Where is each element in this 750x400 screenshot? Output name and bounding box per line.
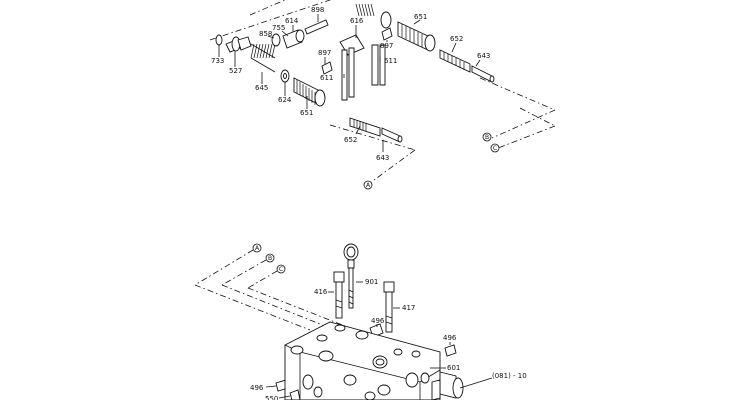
label-645: 645 (255, 84, 268, 92)
part-527-plunger (225, 36, 252, 53)
part-614-sleeve (282, 29, 305, 49)
label-496-top: 496 (371, 317, 385, 325)
part-651-spool-right (397, 21, 436, 52)
lower-leader-lines (265, 281, 493, 399)
part-416-bolt (333, 271, 345, 319)
label-416: 416 (314, 288, 328, 296)
label-081: (081) - 10 (492, 372, 527, 380)
part-643-pin-left (381, 127, 403, 143)
label-651-left: 651 (300, 109, 313, 117)
label-611-left: 611 (320, 74, 333, 82)
part-496-plug-right (444, 344, 457, 357)
part-645-spring (250, 43, 276, 73)
label-652-right: 652 (450, 35, 463, 43)
label-901: 901 (365, 278, 378, 286)
part-550-plug (289, 389, 301, 400)
label-858: 858 (259, 30, 272, 38)
svg-text:B: B (485, 134, 489, 141)
svg-text:C: C (279, 266, 283, 273)
part-643-pin-right (471, 65, 495, 83)
part-651-spool-left (293, 77, 326, 107)
svg-text:A: A (366, 182, 371, 189)
label-733: 733 (211, 57, 224, 65)
label-898: 898 (311, 6, 324, 14)
label-643-left: 643 (376, 154, 389, 162)
part-652-shaft-right (439, 49, 471, 73)
lower-axis-lines (194, 249, 346, 331)
part-901-eye-bolt (343, 243, 359, 309)
part-601-valve-body (284, 321, 441, 400)
label-651-right: 651 (414, 13, 427, 21)
label-496-bottom: 496 (250, 384, 264, 392)
part-616-lever-bracket (339, 34, 365, 101)
label-616: 616 (350, 17, 364, 25)
part-898-pin (304, 19, 329, 35)
part-858-ring (271, 33, 281, 47)
ref-circle-c-lower: C (276, 264, 286, 274)
part-611-lever-right (371, 44, 386, 86)
part-733-oring (215, 34, 223, 46)
label-652-left: 652 (344, 136, 357, 144)
part-417-bolt (383, 281, 395, 333)
label-624: 624 (278, 96, 292, 104)
label-601: 601 (447, 364, 460, 372)
ref-circle-c-upper: C (490, 143, 500, 153)
label-614: 614 (285, 17, 299, 25)
ref-circle-b-lower: B (265, 253, 275, 263)
label-496-right: 496 (443, 334, 457, 342)
ref-circle-a-lower: A (252, 243, 262, 253)
ref-circle-b-upper: B (482, 132, 492, 142)
upper-axis-lines (209, 0, 556, 184)
label-643-right: 643 (477, 52, 490, 60)
part-upper-spring (355, 3, 392, 29)
svg-text:B: B (268, 255, 272, 262)
upper-leader-lines (218, 14, 481, 152)
label-417: 417 (402, 304, 415, 312)
part-652-shaft-left (349, 117, 381, 137)
label-550: 550 (265, 395, 278, 400)
label-527: 527 (229, 67, 242, 75)
label-611-right: 611 (384, 57, 397, 65)
label-897-right: 897 (380, 42, 393, 50)
label-755: 755 (272, 24, 285, 32)
part-624-washer (280, 69, 290, 83)
svg-text:A: A (255, 245, 260, 252)
svg-text:C: C (493, 145, 497, 152)
ref-circle-a-upper: A (363, 180, 373, 190)
part-897-screw-right (381, 27, 393, 41)
part-897-screw-left (321, 61, 333, 75)
label-897-left: 897 (318, 49, 331, 57)
part-081-fitting (431, 371, 464, 400)
